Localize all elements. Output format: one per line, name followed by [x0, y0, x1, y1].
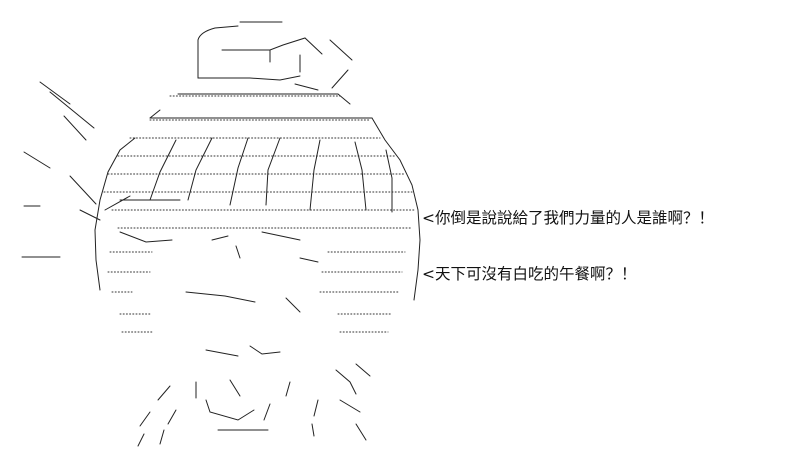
- caption-no-free-lunch: <天下可沒有白吃的午餐啊？！: [422, 265, 637, 283]
- hair-shading: [103, 95, 416, 333]
- hair-strands: [104, 137, 393, 213]
- body-lines: [137, 363, 371, 447]
- motion-lines: [21, 81, 101, 258]
- caption-question: <你倒是說說給了我們力量的人是誰啊？！: [422, 209, 714, 227]
- face-features: [119, 231, 319, 357]
- head-outline: [94, 93, 421, 301]
- hat-outline: [197, 21, 353, 91]
